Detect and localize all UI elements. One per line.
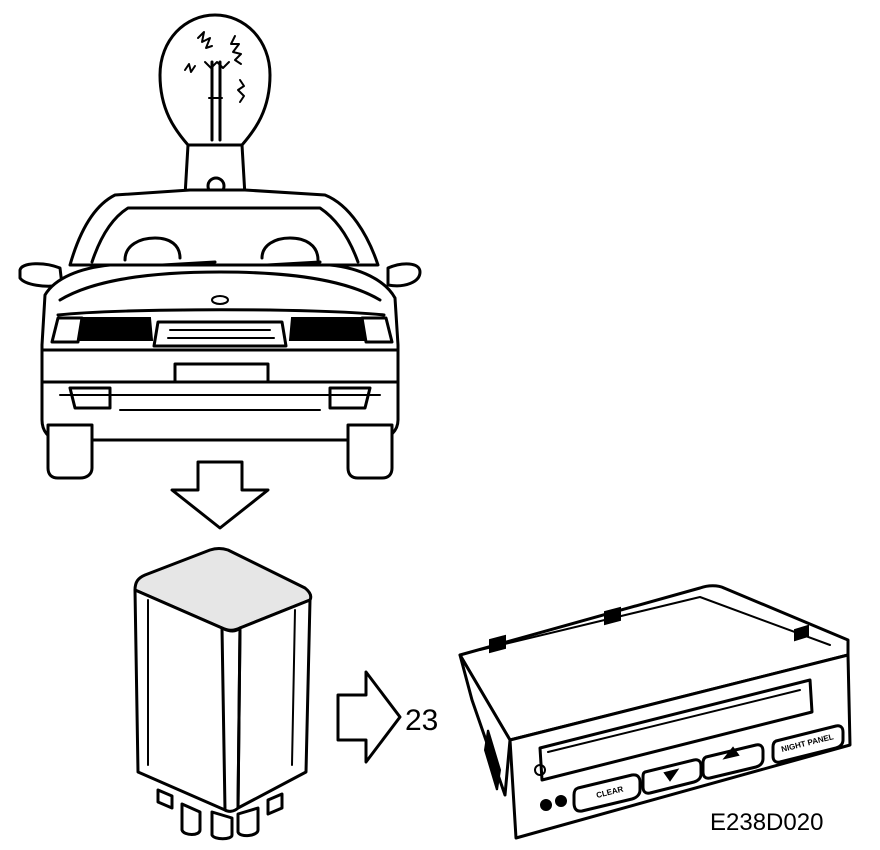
car-front-icon	[18, 188, 422, 480]
figure-code-label: E238D020	[710, 809, 823, 836]
right-arrow-icon	[336, 670, 402, 764]
relay-icon	[133, 547, 313, 841]
light-bulb-icon	[158, 13, 272, 214]
down-arrow-icon	[170, 460, 270, 530]
info-display-unit-icon: CLEAR NIGHT PANEL	[458, 584, 852, 840]
connector-number-label: 23	[405, 704, 438, 737]
